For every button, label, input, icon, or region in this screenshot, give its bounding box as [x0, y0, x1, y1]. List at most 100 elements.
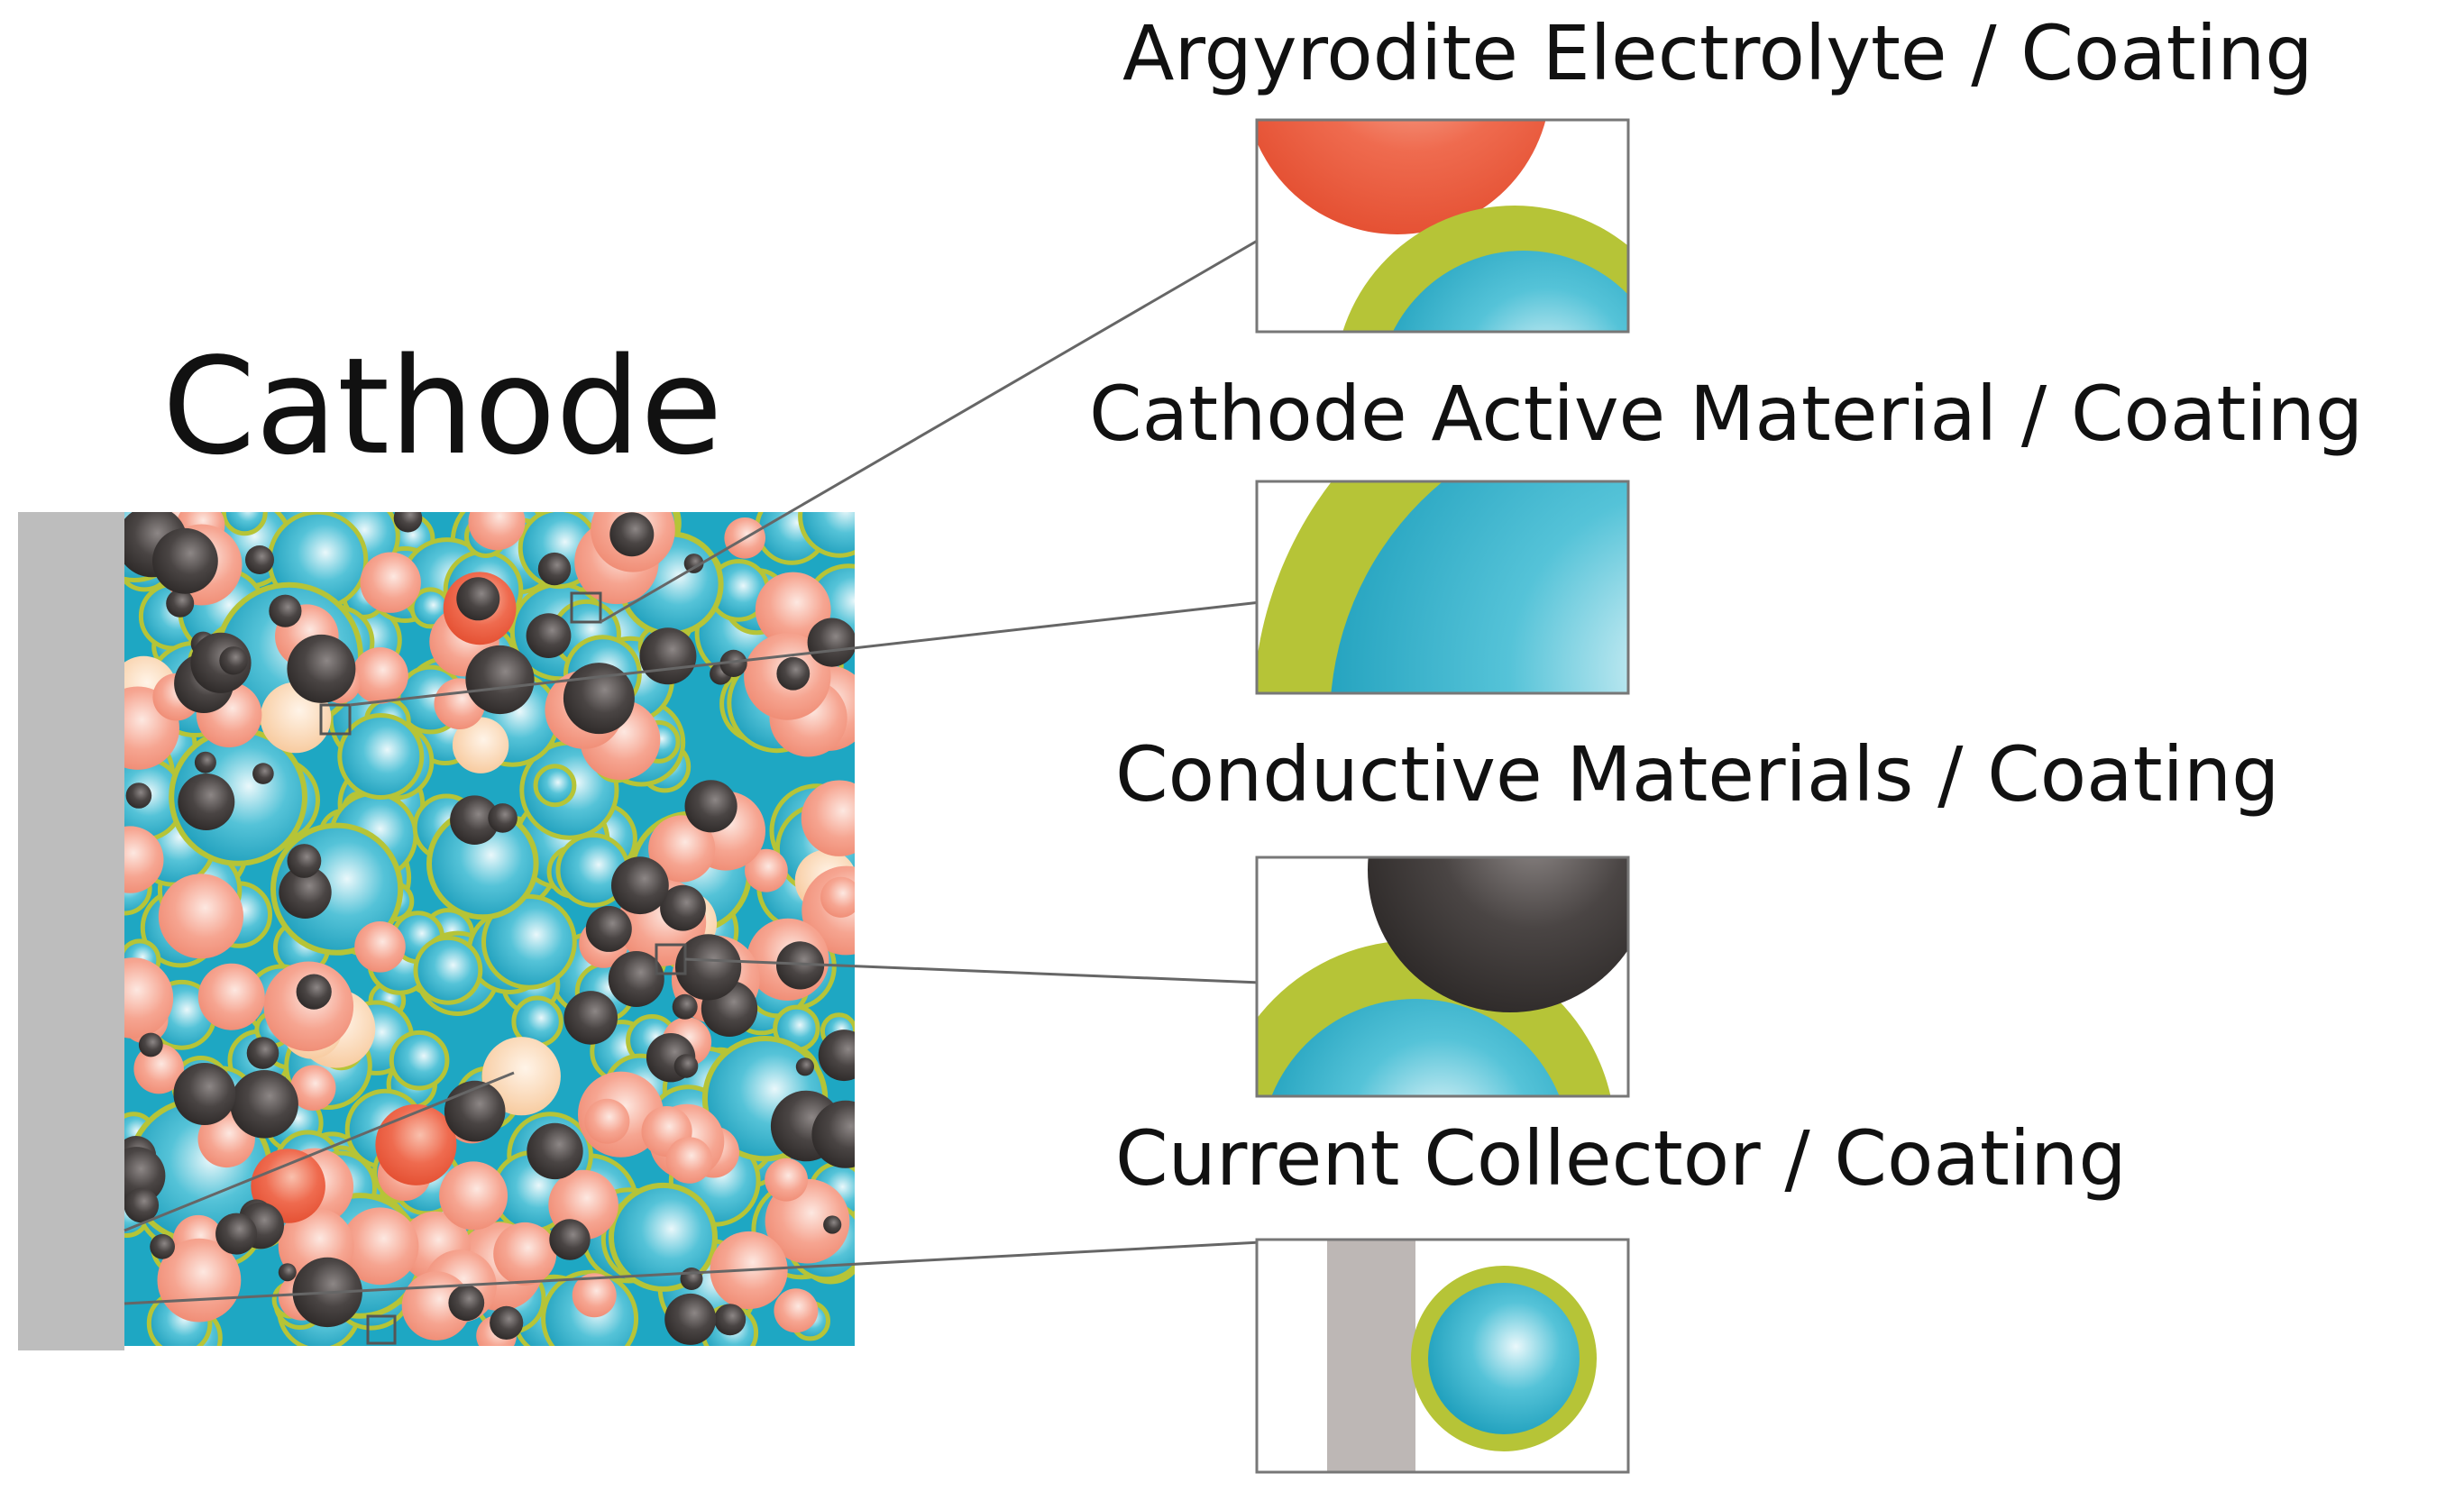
particle [152, 527, 218, 594]
particle [450, 795, 499, 845]
zoom-marker-active-material [319, 703, 352, 736]
particle [215, 1213, 258, 1255]
active-material-core [1271, 999, 1560, 1096]
particle [683, 554, 704, 573]
panel-label-electrolyte: Argyrodite Electrolyte / Coating [1122, 9, 2313, 97]
leader-line-conductive [684, 957, 1261, 984]
particle [452, 717, 509, 773]
particle [563, 663, 635, 735]
particle [672, 993, 698, 1020]
particle [823, 1215, 842, 1234]
particle [278, 1263, 297, 1282]
particle [375, 1103, 457, 1185]
leader-line-collector-b [124, 1240, 1261, 1305]
particle [549, 1219, 591, 1260]
particle [533, 764, 577, 808]
particle [287, 844, 322, 878]
particle [354, 921, 406, 973]
particle [269, 594, 302, 627]
electrolyte-particle [1257, 120, 1546, 234]
particle [252, 763, 274, 784]
particle [680, 1268, 703, 1290]
particle [719, 649, 747, 678]
leader-line-collector-a [124, 1071, 515, 1232]
panel-conductive [1255, 856, 1630, 1098]
particle [166, 589, 195, 618]
particle [684, 780, 737, 833]
particle [158, 874, 243, 959]
panel-label-collector: Current Collector / Coating [1115, 1114, 2127, 1203]
particle [124, 1187, 160, 1223]
particle [279, 865, 332, 919]
particle [584, 1098, 630, 1144]
particle [468, 512, 526, 551]
particle [197, 963, 265, 1030]
particle [493, 1222, 557, 1286]
particle [811, 1100, 855, 1168]
leader-lines [124, 237, 1261, 1305]
panel-collector [1255, 1238, 1630, 1474]
particle [456, 577, 500, 621]
particle [765, 1158, 808, 1202]
particle [675, 934, 742, 1001]
particle [393, 512, 423, 533]
particle [465, 645, 535, 715]
leader-line-electrolyte [600, 237, 1261, 624]
particle [413, 935, 483, 1005]
particle [360, 552, 421, 613]
particle [608, 951, 664, 1007]
particle [439, 1161, 508, 1231]
particle [818, 1030, 855, 1082]
particle [745, 848, 788, 892]
particle [488, 803, 518, 833]
particle [609, 512, 655, 557]
particle [611, 856, 669, 915]
particle [481, 893, 577, 990]
particle [230, 1070, 298, 1139]
particle [296, 974, 332, 1010]
particle [673, 1054, 699, 1078]
zoom-marker-collector [366, 1314, 397, 1345]
particle [289, 1065, 336, 1112]
particle [526, 613, 572, 658]
particle [124, 826, 164, 893]
particle [527, 1122, 583, 1180]
particle [585, 905, 632, 952]
particle [219, 646, 248, 675]
panel-label-conductive: Conductive Materials / Coating [1115, 730, 2279, 819]
particle [337, 713, 425, 800]
particle [133, 1043, 184, 1094]
particle [245, 545, 274, 574]
active-material-core [1428, 1283, 1580, 1434]
particle [609, 1182, 718, 1292]
particle [664, 1293, 717, 1345]
particle [563, 991, 618, 1045]
particle [246, 1037, 279, 1069]
particle [537, 552, 572, 586]
particle [665, 1137, 713, 1184]
particle [572, 1273, 617, 1318]
cathode-composite [124, 512, 855, 1346]
cathode-title: Cathode [162, 329, 722, 484]
current-collector-foil [18, 512, 124, 1350]
particle [714, 1304, 747, 1336]
particle [639, 627, 697, 685]
particle [352, 647, 408, 704]
particle [807, 618, 855, 667]
particle [173, 1063, 236, 1125]
particle [490, 1305, 524, 1340]
collector-strip [1327, 1240, 1415, 1472]
particle [798, 512, 855, 558]
particle [448, 1285, 485, 1322]
particle [124, 957, 174, 1039]
particle [341, 1207, 419, 1286]
particle [776, 656, 811, 691]
active-material-core [1392, 251, 1628, 332]
particle [795, 1057, 815, 1076]
particle [389, 1030, 450, 1091]
particle [287, 634, 356, 703]
particle [125, 783, 152, 809]
particle [660, 884, 706, 931]
panel-active-material [1255, 480, 1630, 695]
